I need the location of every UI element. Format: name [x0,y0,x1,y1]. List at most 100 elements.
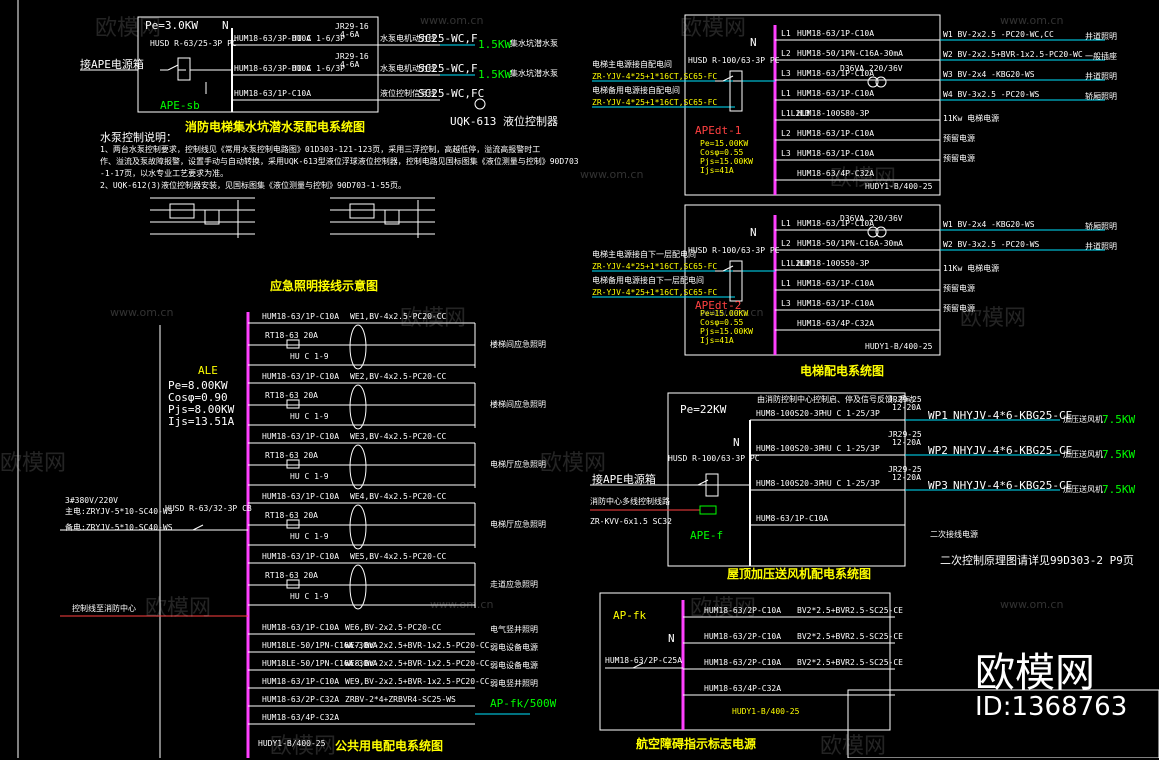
breaker-label: HUM18-63/1P-C10A [262,492,340,501]
conduit-label: SC25-WC,F [418,32,478,45]
breaker-label: HUM18LE-50/1PN-C16A-30mA [262,641,378,650]
controller-label: UQK-613 液位控制器 [450,115,558,128]
phase-label: L1L2L3 [781,259,810,268]
breaker-label: HUM18-50/1PN-C16A-30mA [797,49,903,58]
note: 二次控制原理图请详见99D303-2 P9页 [940,554,1134,567]
breaker-label: HUM18-63/1P-C10A [797,69,875,78]
circuit-label: W2 BV-3x2.5 -PC20-WS [943,240,1040,249]
breaker-label: HUM18-63/2P-C10A [704,632,782,641]
circuit-label: WE9,BV-2x2.5+BVR-1x2.5-PC20-CC [345,677,490,686]
relay-setting: 12-20A [892,403,921,412]
relay-setting: 4-6A [340,30,360,39]
fuse-symbol [286,519,300,529]
diagram-title: 消防电梯集水坑潜水泵配电系统图 [185,120,366,134]
circuit-label: 预留电源 [943,304,975,313]
fan-panel-frame [667,392,906,567]
breaker-label: HUM18-63/4P-C32A [704,684,782,693]
circuit-label: W4 BV-3x2.5 -PC20-WS [943,90,1040,99]
fuse-symbol [286,459,300,469]
contactor-label: HU C 1-6/3P [292,64,345,73]
circuit-label: WE8,BV-2x2.5+BVR-1x2.5-PC20-CC [345,659,490,668]
diagram-title: 应急照明接线示意图 [270,279,379,293]
phase-label: L3 [781,149,791,158]
phase-label: L3 [781,69,791,78]
circuit-label: WP1 [928,409,948,422]
watermark-url: www.om.cn [580,168,644,181]
main-breaker-label: HUSD R-63/32-3P CB [165,504,252,513]
cable-bundle [349,444,367,490]
power-rating: Pe=8.00KW [168,379,228,392]
load-use: 一般插座 [1085,52,1117,61]
circuit-label: 11Kw 电梯电源 [943,264,1000,273]
neutral-label: N [733,436,740,449]
watermark-brand: 欧模网 [0,451,67,476]
control-label: 控制线至消防中心 [72,604,136,613]
circuit-description: 液位控制信号线 [380,89,436,98]
panel-name: APE-sb [160,99,200,112]
calc-current: Ijs=41A [700,166,734,175]
relay-label: JR29-25 [888,430,922,439]
elevator-panel-frame [684,204,941,356]
contactor-label: HU C 1-6/3P [292,34,345,43]
breaker-label: HUM18-63/1P-C10A [262,432,340,441]
controller-symbol [474,98,486,110]
control-element [204,209,220,225]
fuse-label: RT18-63 20A [265,391,318,400]
load-use: 轿厢照明 [1085,92,1117,101]
main-breaker-label: HUM18-63/2P-C25A [605,656,683,665]
circuit-description: 水泵电机动力线 [380,64,436,73]
circuit-description: 水泵电机动力线 [380,34,436,43]
diagram-title: 航空障碍指示标志电源 [636,737,757,751]
load-use: 井道照明 [1085,72,1117,81]
fuse-symbol [286,579,300,589]
calc-power: Pjs=15.00KW [700,157,753,166]
control-label: 消防中心多线控制线路 [590,497,670,506]
feed-cable: ZR-YJV-4*25+1*16CT,SC65-FC [592,262,718,271]
load-use: 弱电设备电源 [490,643,538,652]
contactor-label: HU C 1-9 [290,412,329,421]
breaker-label: HUM18-100S80-3P [797,109,870,118]
panel-name: APE-f [690,529,724,542]
circuit-label: ZRBV-2*4+ZRBVR4-SC25-WS [345,695,456,704]
relay-label: JR29-16 [335,52,369,61]
load-power: 1.5KW [478,38,512,51]
watermark-brand: 欧模网 [540,451,607,476]
load-use: AP-fk/500W [490,697,557,710]
relay-setting: 12-20A [892,438,921,447]
watermark-brand: 欧模网 [145,596,212,621]
breaker-label: HUM18-63/3P-D10A [234,34,312,43]
calc-power: Pjs=8.00KW [168,403,235,416]
note-line: -1-17页，以水专业工艺要求为准。 [100,169,229,178]
load-use: 加压送风机 [1063,450,1103,459]
load-power: 7.5KW [1102,413,1136,426]
main-breaker-label: HUSD R-100/63-3P PC [668,454,760,463]
watermark-url: www.om.cn [420,14,484,27]
spd-label: HUDY1-B/400-25 [865,182,933,191]
main-breaker-label: HUSD R-63/25-3P PC [150,39,237,48]
circuit-label: WE3,BV-4x2.5-PC20-CC [350,432,447,441]
circuit-label: WE1,BV-4x2.5-PC20-CC [350,312,447,321]
watermark-url: www.om.cn [430,598,494,611]
breaker-label: HUM18-63/1P-C10A [262,372,340,381]
breaker-label: HUM8-63/1P-C10A [756,514,829,523]
power-rating: Pe=15.00KW [700,309,749,318]
watermark-url: www.om.cn [1000,598,1064,611]
breaker-label: HUM8-100S20-3P [756,479,824,488]
contactor-label: HU C 1-9 [290,592,329,601]
circuit-label: 11Kw 电梯电源 [943,114,1000,123]
feed-label: 电梯主电源接自配电间 [592,60,672,69]
circuit-label: WE2,BV-4x2.5-PC20-CC [350,372,447,381]
contactor-label: HU C 1-25/3P [822,444,880,453]
power-factor: Cosφ=0.90 [168,391,228,404]
source-label: 3#380V/220V [65,496,118,505]
circuit-label: 预留电源 [943,284,975,293]
fuse-symbol [286,399,300,409]
load-use: 走道应急照明 [490,580,538,589]
main-breaker-contact [722,75,734,82]
breaker-label: HUM18-63/1P-C10A [797,279,875,288]
phase-label: L1 [781,279,791,288]
breaker-label: HUM18-63/1P-C10A [234,89,312,98]
phase-label: L1 [781,89,791,98]
control-cable: ZR-KVV-6x1.5 SC32 [590,517,672,526]
source-label: 备电:ZRYJV-5*10-SC40-WS [65,523,173,532]
